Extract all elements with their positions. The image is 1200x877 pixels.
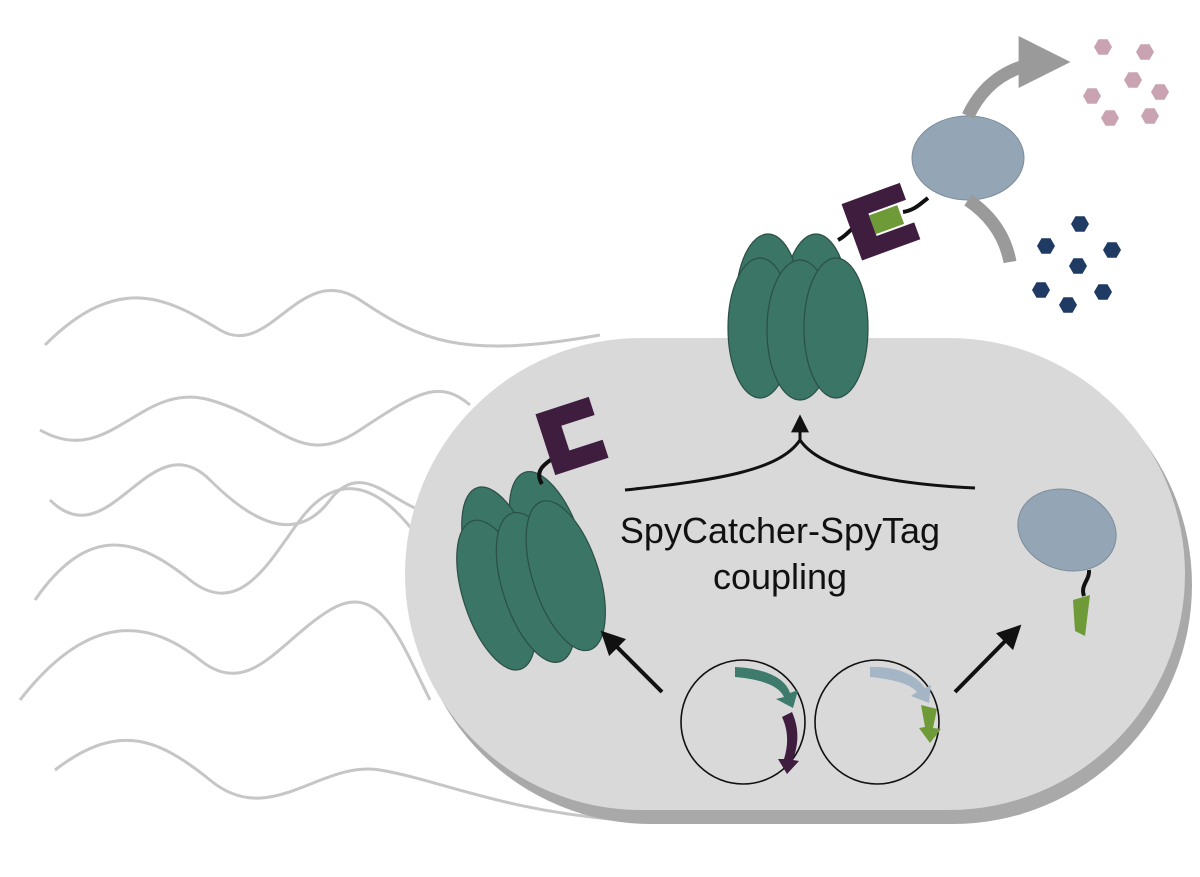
plasmid-2 [814, 659, 941, 785]
gene-spytag [919, 705, 941, 743]
substrate-hexagon [1136, 44, 1154, 60]
gene-enzyme [870, 666, 931, 703]
arrow-to-substrate [962, 36, 1071, 119]
barrel-with-spycatcher-left [456, 396, 609, 671]
product-hexagon [1069, 258, 1087, 274]
expression-arrows [600, 624, 1022, 694]
substrate-hexagon [1083, 88, 1101, 104]
substrate-hexagon [1124, 72, 1142, 88]
arrow-from-product [964, 194, 1017, 264]
expression-arrow-right [953, 624, 1022, 694]
flagellum [54, 738, 621, 822]
expression-arrow-left [600, 630, 664, 694]
flagellum [18, 600, 432, 701]
linker [1081, 569, 1092, 597]
spytag [1073, 595, 1090, 636]
coupling-label-line2: coupling [712, 556, 848, 597]
product-hexagon [1059, 297, 1077, 313]
gene-spycatcher [778, 712, 799, 774]
flagellum [48, 463, 421, 527]
coupling-label-line1: SpyCatcher-SpyTag [619, 510, 941, 551]
substrate-molecules [1083, 39, 1169, 126]
enzyme-surface [911, 115, 1025, 201]
coupling-arrow [624, 414, 976, 492]
spycatcher-left [535, 396, 609, 476]
substrate-hexagon [1101, 110, 1119, 126]
linker [902, 196, 930, 214]
enzyme-with-spytag [1017, 488, 1117, 636]
product-hexagon [1094, 284, 1112, 300]
gene-barrel [735, 667, 798, 708]
product-molecules [1032, 216, 1121, 313]
flagellum [33, 487, 422, 601]
flagellum [39, 389, 471, 447]
product-hexagon [1032, 282, 1050, 298]
plasmid-1 [680, 659, 806, 785]
substrate-hexagon [1141, 108, 1159, 124]
coupling-label: SpyCatcher-SpyTag coupling [560, 508, 1000, 600]
substrate-hexagon [1151, 84, 1169, 100]
flagellum [43, 288, 601, 348]
product-hexagon [1037, 238, 1055, 254]
substrate-hexagon [1094, 39, 1112, 55]
conversion-arrows [962, 36, 1071, 264]
coupled-complex [727, 115, 1025, 401]
flagella [18, 288, 621, 822]
spycatcher-spytag-pair [841, 182, 921, 261]
product-hexagon [1071, 216, 1089, 232]
product-hexagon [1103, 242, 1121, 258]
